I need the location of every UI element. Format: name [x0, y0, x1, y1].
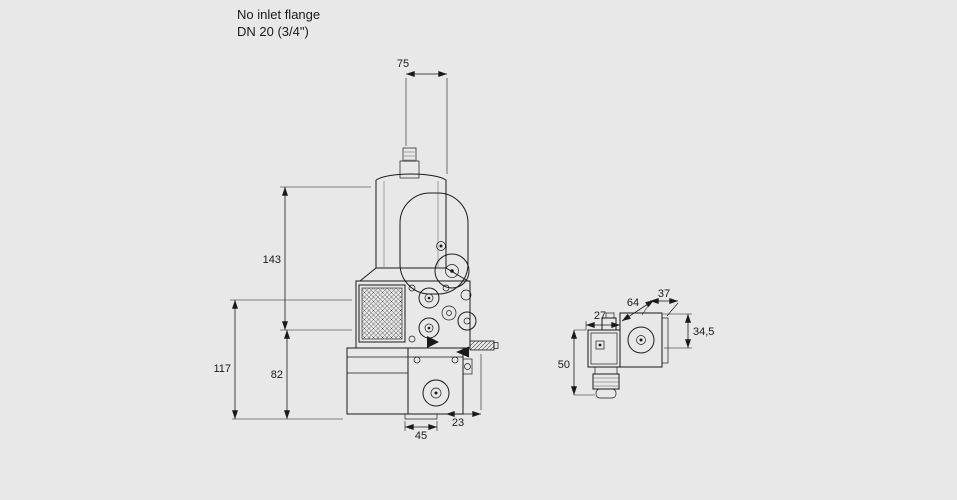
stem-collar — [399, 160, 420, 179]
dimension-axis-to-bottom: 82 — [232, 329, 343, 420]
dimension-body-height: 117 — [213, 299, 352, 420]
flange-port-circle — [422, 379, 450, 407]
actuator-housing-plate — [399, 192, 469, 295]
strainer-frame — [358, 284, 406, 343]
dimension-top-to-axis: 143 — [263, 186, 371, 331]
dim-label-45: 45 — [415, 430, 427, 442]
valve-front-view — [346, 147, 499, 420]
dimension-diagonal-depth: 64 — [621, 297, 655, 322]
flow-direction-arrow — [427, 336, 439, 348]
dim-label-143: 143 — [263, 254, 281, 266]
dimension-bottom-connector-width: 45 — [404, 421, 438, 442]
dim-label-82: 82 — [271, 369, 283, 381]
dim-label-75: 75 — [397, 58, 409, 70]
note-line-2: DN 20 (3/4") — [237, 24, 309, 39]
dimension-side-offset: 23 — [445, 354, 482, 429]
actuator-cylinder — [375, 173, 447, 268]
dim-label-23: 23 — [452, 417, 464, 429]
dim-label-27: 27 — [594, 310, 606, 322]
bottom-flange-block — [346, 347, 464, 415]
solenoid-side-view — [587, 312, 669, 399]
bottom-connector-stub — [404, 413, 438, 420]
dimension-coil-width: 27 — [585, 310, 621, 330]
dimension-block-width: 37 — [641, 288, 679, 317]
dimension-actuator-width: 75 — [397, 58, 448, 174]
housing-port-circle — [434, 253, 470, 289]
note-line-1: No inlet flange — [237, 7, 321, 22]
dimension-coil-assembly-height: 50 — [558, 329, 595, 396]
dim-label-64: 64 — [627, 297, 639, 309]
dim-label-37: 37 — [658, 288, 670, 300]
cable-gland-cap — [595, 388, 617, 399]
stem-thread — [402, 147, 417, 162]
pressure-tap-screw — [469, 340, 495, 351]
body-port-upper — [418, 287, 440, 309]
dim-label-34-5: 34,5 — [693, 326, 714, 338]
solenoid-port-circle — [627, 326, 655, 354]
solenoid-end-plate — [661, 317, 669, 364]
dim-label-117: 117 — [213, 363, 231, 375]
strainer-mesh — [361, 287, 403, 340]
drawing-note: No inlet flange DN 20 (3/4") — [237, 6, 320, 40]
cable-gland — [592, 373, 620, 390]
dim-label-50: 50 — [558, 359, 570, 371]
dimension-block-height: 34,5 — [663, 313, 714, 349]
